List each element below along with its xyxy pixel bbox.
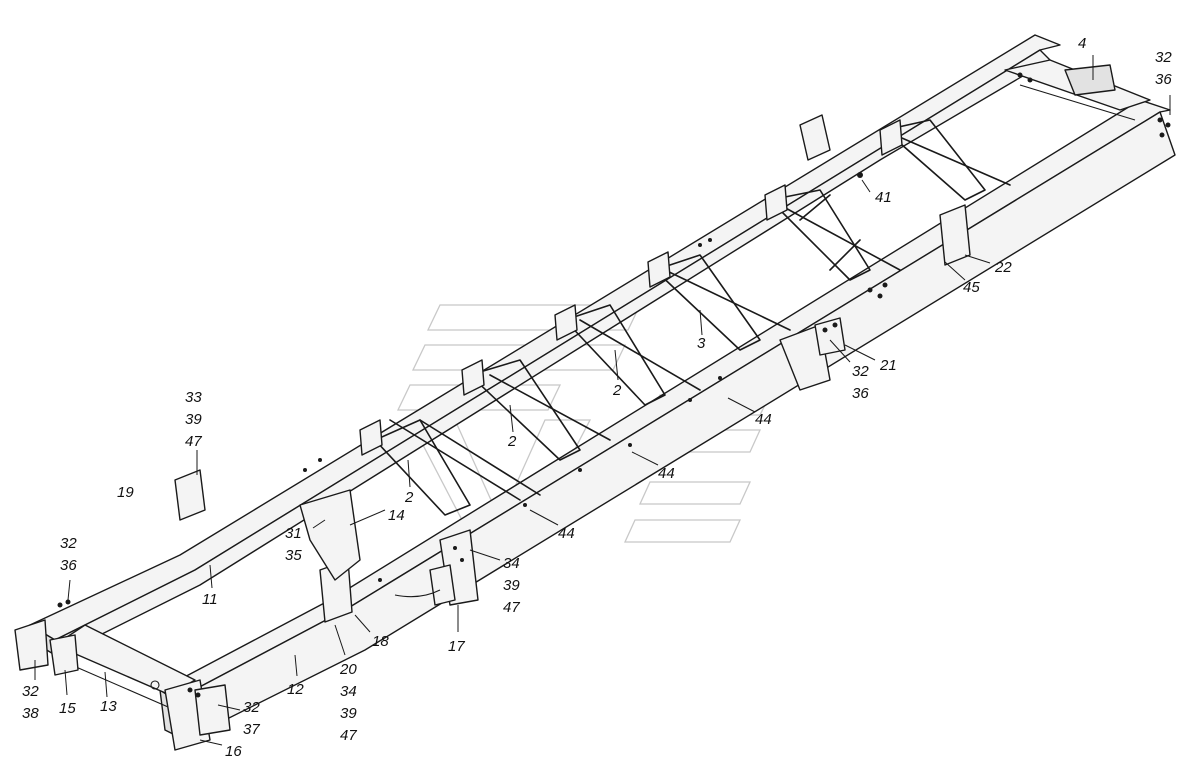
rivet-holes: [57, 72, 1171, 698]
callout-2: 2: [612, 382, 622, 399]
callout-38: 38: [22, 705, 39, 722]
suspension-brackets: [14, 489, 479, 751]
callout-32: 32: [22, 683, 39, 700]
right-side-rail: [159, 99, 1176, 741]
callout-18: 18: [372, 633, 389, 650]
callout-36: 36: [60, 557, 77, 574]
cross-members: [374, 119, 1011, 516]
callout-44: 44: [755, 411, 772, 428]
callout-36: 36: [852, 385, 869, 402]
callout-45: 45: [963, 279, 980, 296]
callout-22: 22: [994, 259, 1012, 276]
left-side-rail: [29, 34, 1061, 656]
callout-17: 17: [448, 638, 465, 655]
callout-16: 16: [225, 743, 242, 760]
rear-cross-member: [1004, 59, 1151, 121]
front-cross-member: [54, 624, 196, 711]
callout-2: 2: [404, 489, 414, 506]
callout-4: 4: [1078, 35, 1086, 52]
callout-3: 3: [697, 335, 706, 352]
callout-44: 44: [558, 525, 575, 542]
callout-39: 39: [340, 705, 357, 722]
left-rail-brackets: [174, 114, 903, 521]
callout-32: 32: [60, 535, 77, 552]
callout-15: 15: [59, 700, 76, 717]
callout-14: 14: [388, 507, 405, 524]
callout-34: 34: [340, 683, 357, 700]
callout-36: 36: [1155, 71, 1172, 88]
callout-12: 12: [287, 681, 304, 698]
callout-39: 39: [185, 411, 202, 428]
callout-11: 11: [202, 591, 218, 608]
callout-37: 37: [243, 721, 260, 738]
callout-21: 21: [879, 357, 897, 374]
callout-32: 32: [852, 363, 869, 380]
callout-32: 32: [243, 699, 260, 716]
callout-34: 34: [503, 555, 520, 572]
callout-39: 39: [503, 577, 520, 594]
callout-32: 32: [1155, 49, 1172, 66]
callout-47: 47: [185, 433, 202, 450]
callout-20: 20: [339, 661, 357, 678]
callout-47: 47: [503, 599, 520, 616]
callout-labels: 4 32 36 41 22 45 3 3 21 32 36 2 2 2 44 4…: [22, 35, 1172, 760]
callout-2: 2: [507, 433, 517, 450]
right-rail-brackets: [319, 204, 971, 623]
callout-19: 19: [117, 484, 134, 501]
callout-31: 31: [285, 525, 302, 542]
callout-13: 13: [100, 698, 117, 715]
callout-33: 33: [185, 389, 202, 406]
callout-47: 47: [340, 727, 357, 744]
leader-lines: [34, 55, 1171, 746]
callout-35: 35: [285, 547, 302, 564]
callout-44: 44: [658, 465, 675, 482]
callout-41: 41: [875, 189, 892, 206]
